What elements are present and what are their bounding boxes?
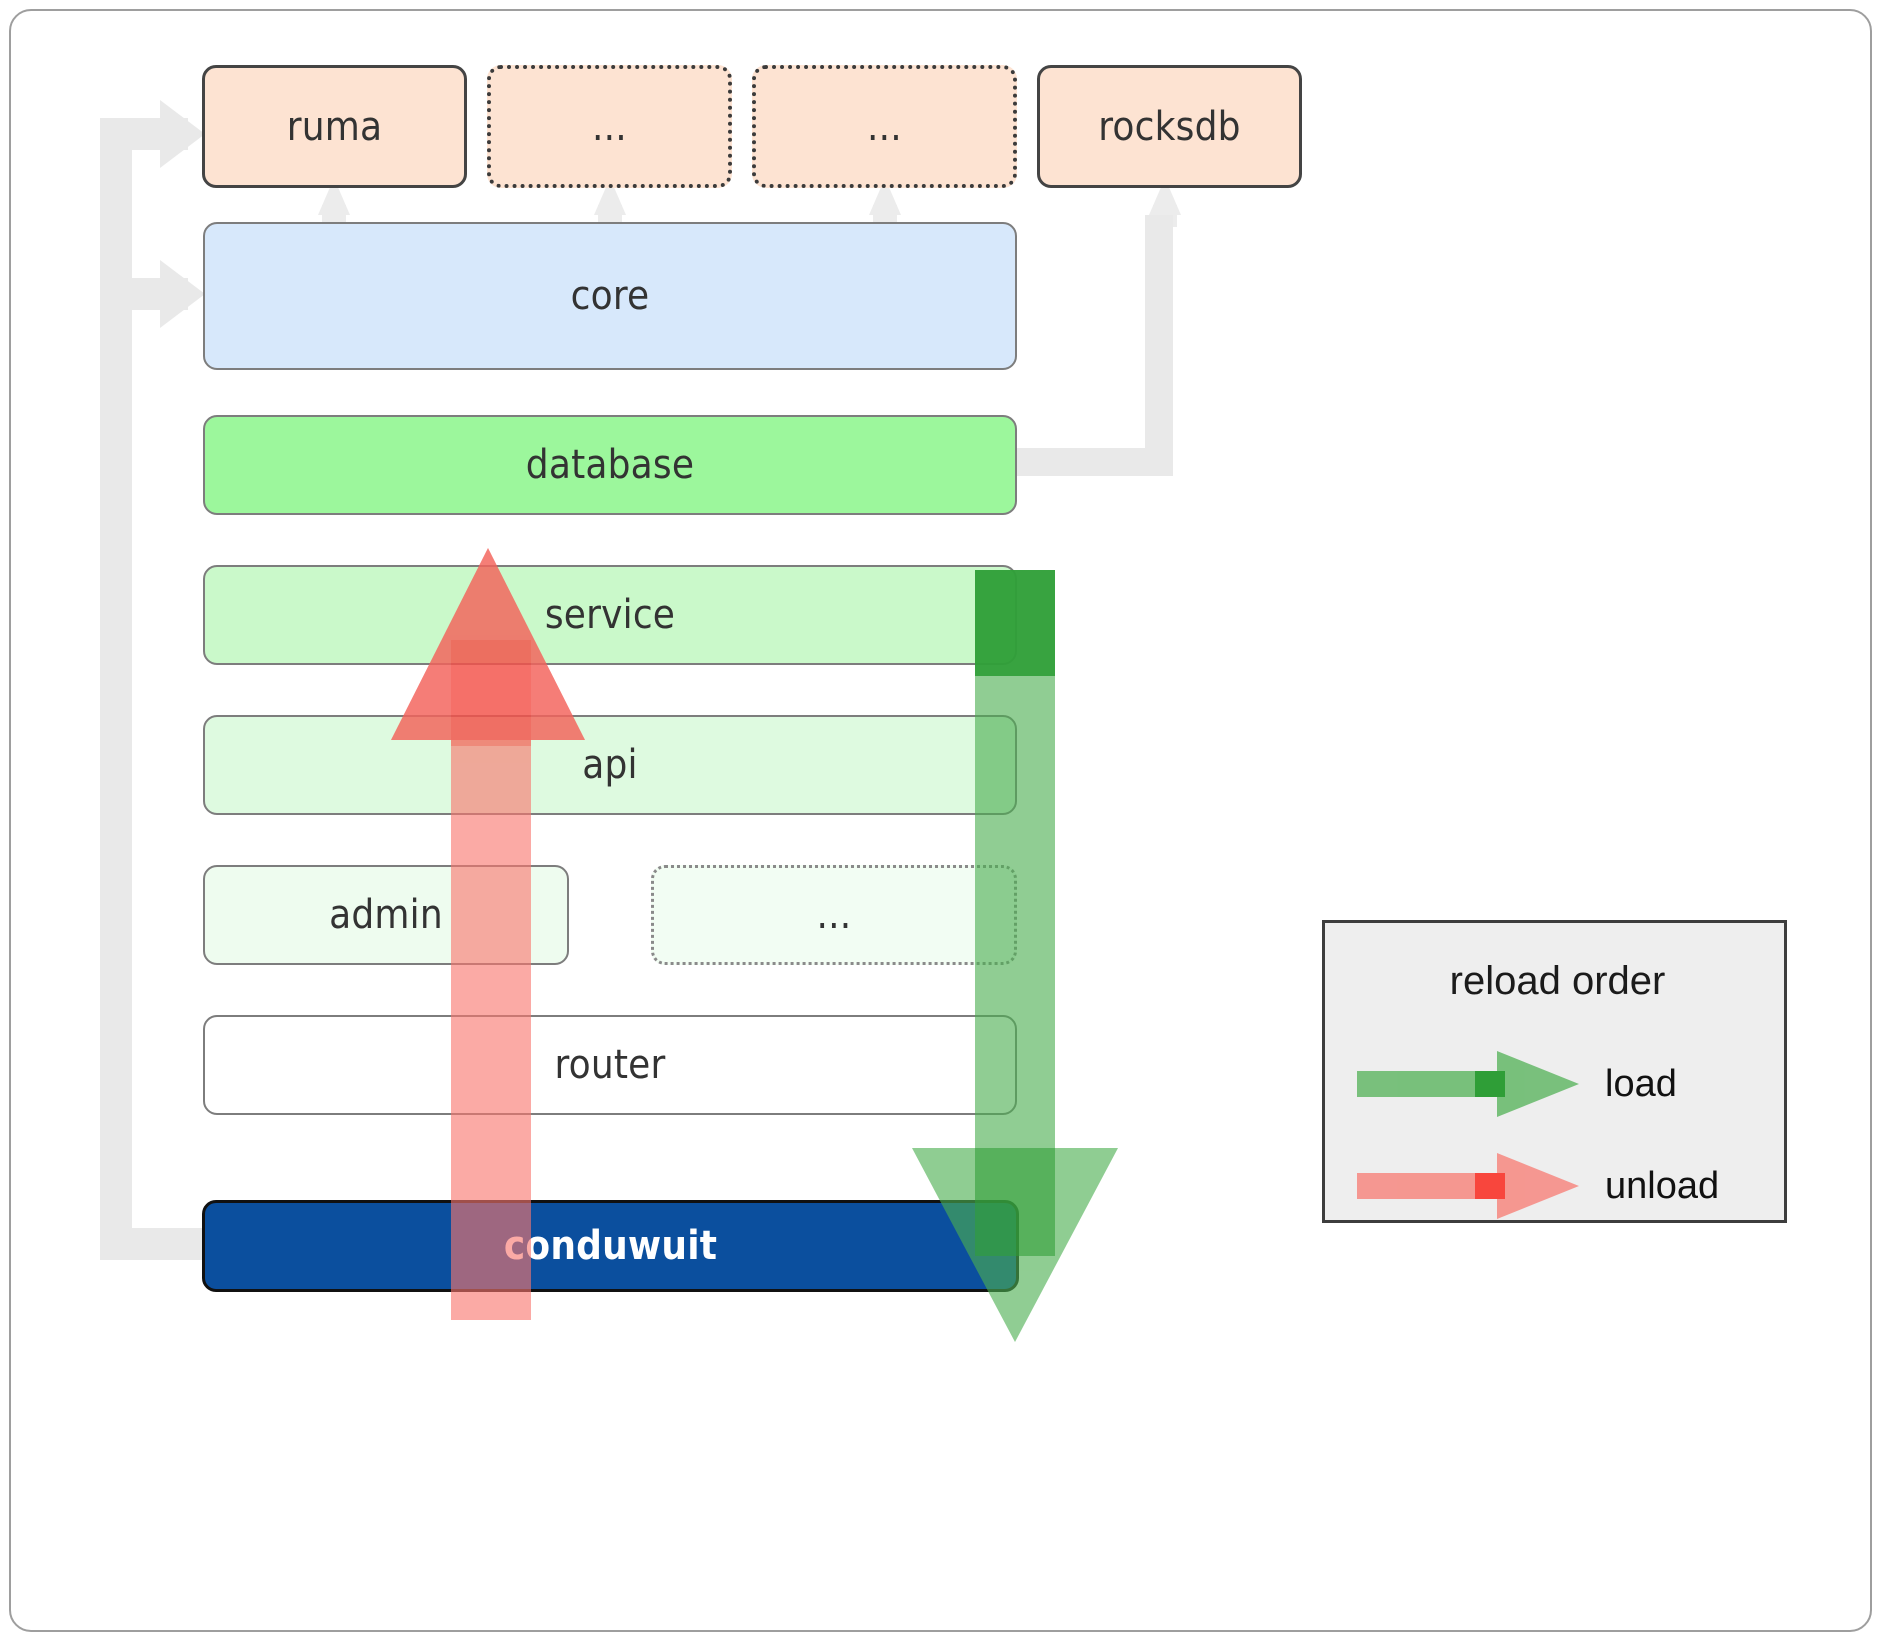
- node-service[interactable]: service: [203, 565, 1017, 665]
- node-crate-placeholder-label: ...: [816, 892, 852, 938]
- unload-arrow-icon: [1357, 1153, 1579, 1219]
- node-crate-placeholder[interactable]: ...: [651, 865, 1017, 965]
- node-service-label: service: [544, 592, 676, 638]
- load-arrow-icon: [1357, 1051, 1579, 1117]
- node-database[interactable]: database: [203, 415, 1017, 515]
- node-conduwuit-label: conduwuit: [503, 1223, 718, 1269]
- node-router-label: router: [554, 1042, 666, 1088]
- node-api[interactable]: api: [203, 715, 1017, 815]
- legend-item-unload-label: unload: [1605, 1164, 1720, 1207]
- node-api-label: api: [582, 742, 638, 788]
- node-rocksdb-label: rocksdb: [1098, 103, 1241, 150]
- node-database-label: database: [525, 442, 695, 488]
- legend-item-load: load: [1357, 1049, 1757, 1119]
- node-admin[interactable]: admin: [203, 865, 569, 965]
- legend-item-load-label: load: [1605, 1062, 1677, 1105]
- node-conduwuit[interactable]: conduwuit: [202, 1200, 1019, 1292]
- node-dependency-placeholder-2[interactable]: ...: [752, 65, 1017, 188]
- node-admin-label: admin: [329, 892, 443, 938]
- node-ruma-label: ruma: [286, 103, 383, 150]
- node-ruma[interactable]: ruma: [202, 65, 467, 188]
- legend-item-unload: unload: [1357, 1151, 1757, 1221]
- node-dependency-placeholder-2-label: ...: [867, 103, 902, 150]
- node-router[interactable]: router: [203, 1015, 1017, 1115]
- node-core[interactable]: core: [203, 222, 1017, 370]
- legend-title: reload order: [1449, 959, 1666, 1003]
- node-rocksdb[interactable]: rocksdb: [1037, 65, 1302, 188]
- node-core-label: core: [570, 273, 650, 319]
- node-dependency-placeholder-1[interactable]: ...: [487, 65, 732, 188]
- node-dependency-placeholder-1-label: ...: [592, 103, 627, 150]
- legend-panel: reload order load unload: [1322, 920, 1787, 1223]
